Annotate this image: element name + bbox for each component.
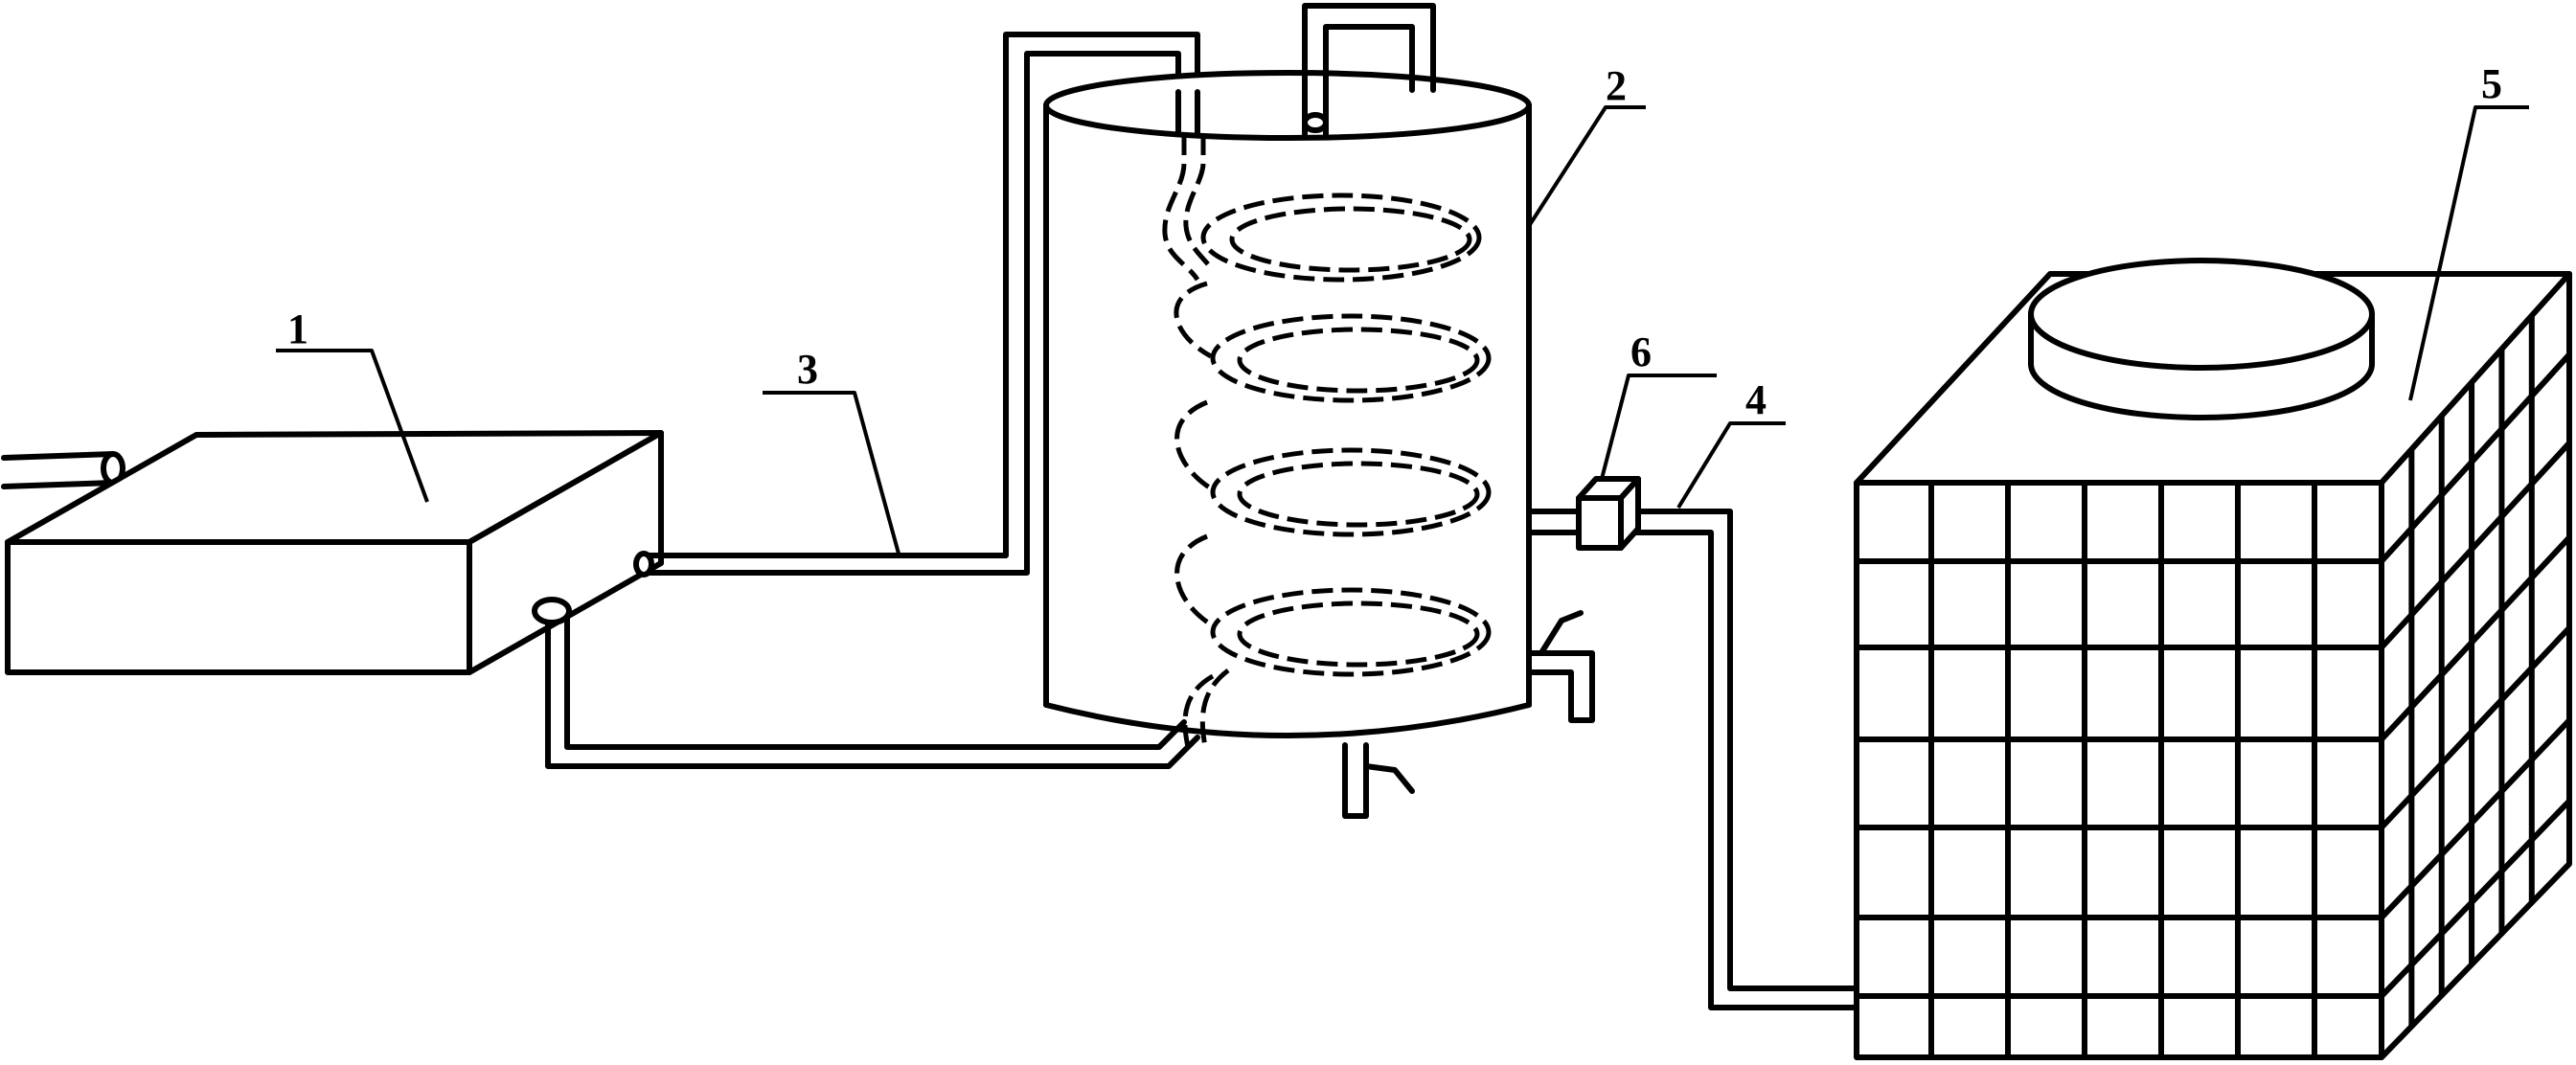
side-grid-line-horizontal [2379,624,2572,830]
label-4: 4 [1745,376,1767,423]
fan-icon [2028,258,2375,420]
side-grid-line-horizontal [2379,717,2572,920]
unit-front-face [1854,480,2384,1060]
tank-side-face [467,430,664,675]
callout-4: 4 [1676,376,1786,510]
side-grid-line-horizontal [2379,534,2572,742]
water-tank [1,430,664,675]
label-3: 3 [797,346,818,393]
tank-inlet-pipe [1,451,116,489]
tank-front-face [5,539,472,675]
callout-6: 6 [1600,329,1717,480]
heat-pump-unit [1854,258,2572,1060]
callout-2: 2 [1527,62,1646,228]
return-pipe [532,597,1200,769]
storage-tank [1043,3,1595,819]
cylinder-body [1043,102,1532,708]
callout-3: 3 [763,346,900,555]
front-grid [1854,480,2384,1060]
side-grid-line-horizontal [2379,351,2572,564]
pipe-4 [1526,509,1867,1010]
side-grid-line-horizontal [2379,440,2572,650]
unit-side-face [2379,271,2572,1060]
callout-5: 5 [2408,60,2529,401]
label-2: 2 [1606,62,1627,109]
side-grid [2379,312,2572,1030]
label-5: 5 [2481,60,2502,107]
heating-coil [1162,134,1492,748]
side-grid-line-horizontal [2379,798,2572,999]
label-6: 6 [1630,329,1652,375]
valve-6 [1576,476,1641,551]
cylinder-top [1043,70,1532,141]
callout-1: 1 [276,306,429,503]
label-1: 1 [287,306,308,352]
